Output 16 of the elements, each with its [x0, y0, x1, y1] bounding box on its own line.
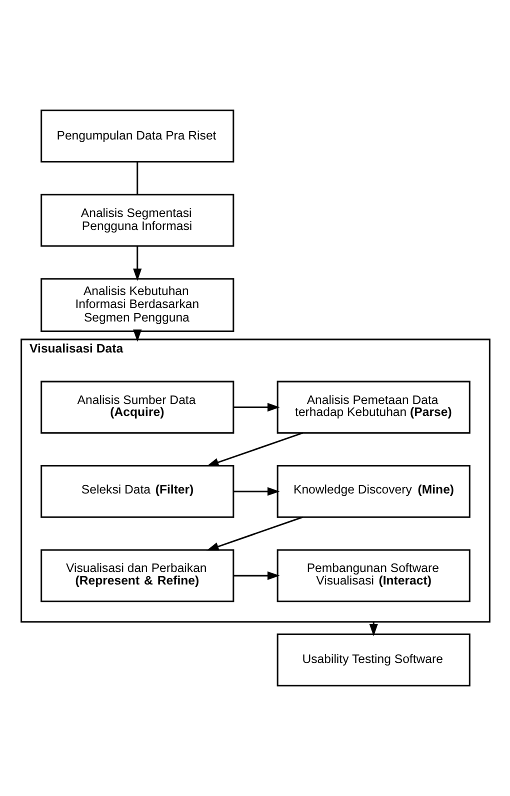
node-box: Pembangunan Software Visualisasi (Interact) — [276, 549, 470, 602]
node-box: Knowledge Discovery (Mine) — [276, 465, 470, 518]
arrow — [233, 487, 280, 496]
arrow — [132, 246, 142, 281]
connector — [136, 162, 138, 194]
arrow — [233, 571, 280, 580]
arrow — [233, 402, 280, 412]
node-box: Visualisasi dan Perbaikan (Represent & Refine) — [40, 549, 234, 602]
node-box: Analisis Pemetaan Data terhadap Kebutuhan (Parse) — [276, 380, 470, 434]
node-box: Analisis Sumber Data (Acquire) — [40, 380, 234, 434]
arrow — [206, 432, 302, 466]
node-box: Analisis Segmentasi Pengguna Informasi — [40, 194, 234, 247]
arrow — [206, 516, 302, 551]
node-box: Usability Testing Software — [276, 633, 470, 686]
node-box: Pengumpulan Data Pra Riset — [40, 110, 234, 163]
node-box: Seleksi Data (Filter) — [40, 465, 234, 518]
